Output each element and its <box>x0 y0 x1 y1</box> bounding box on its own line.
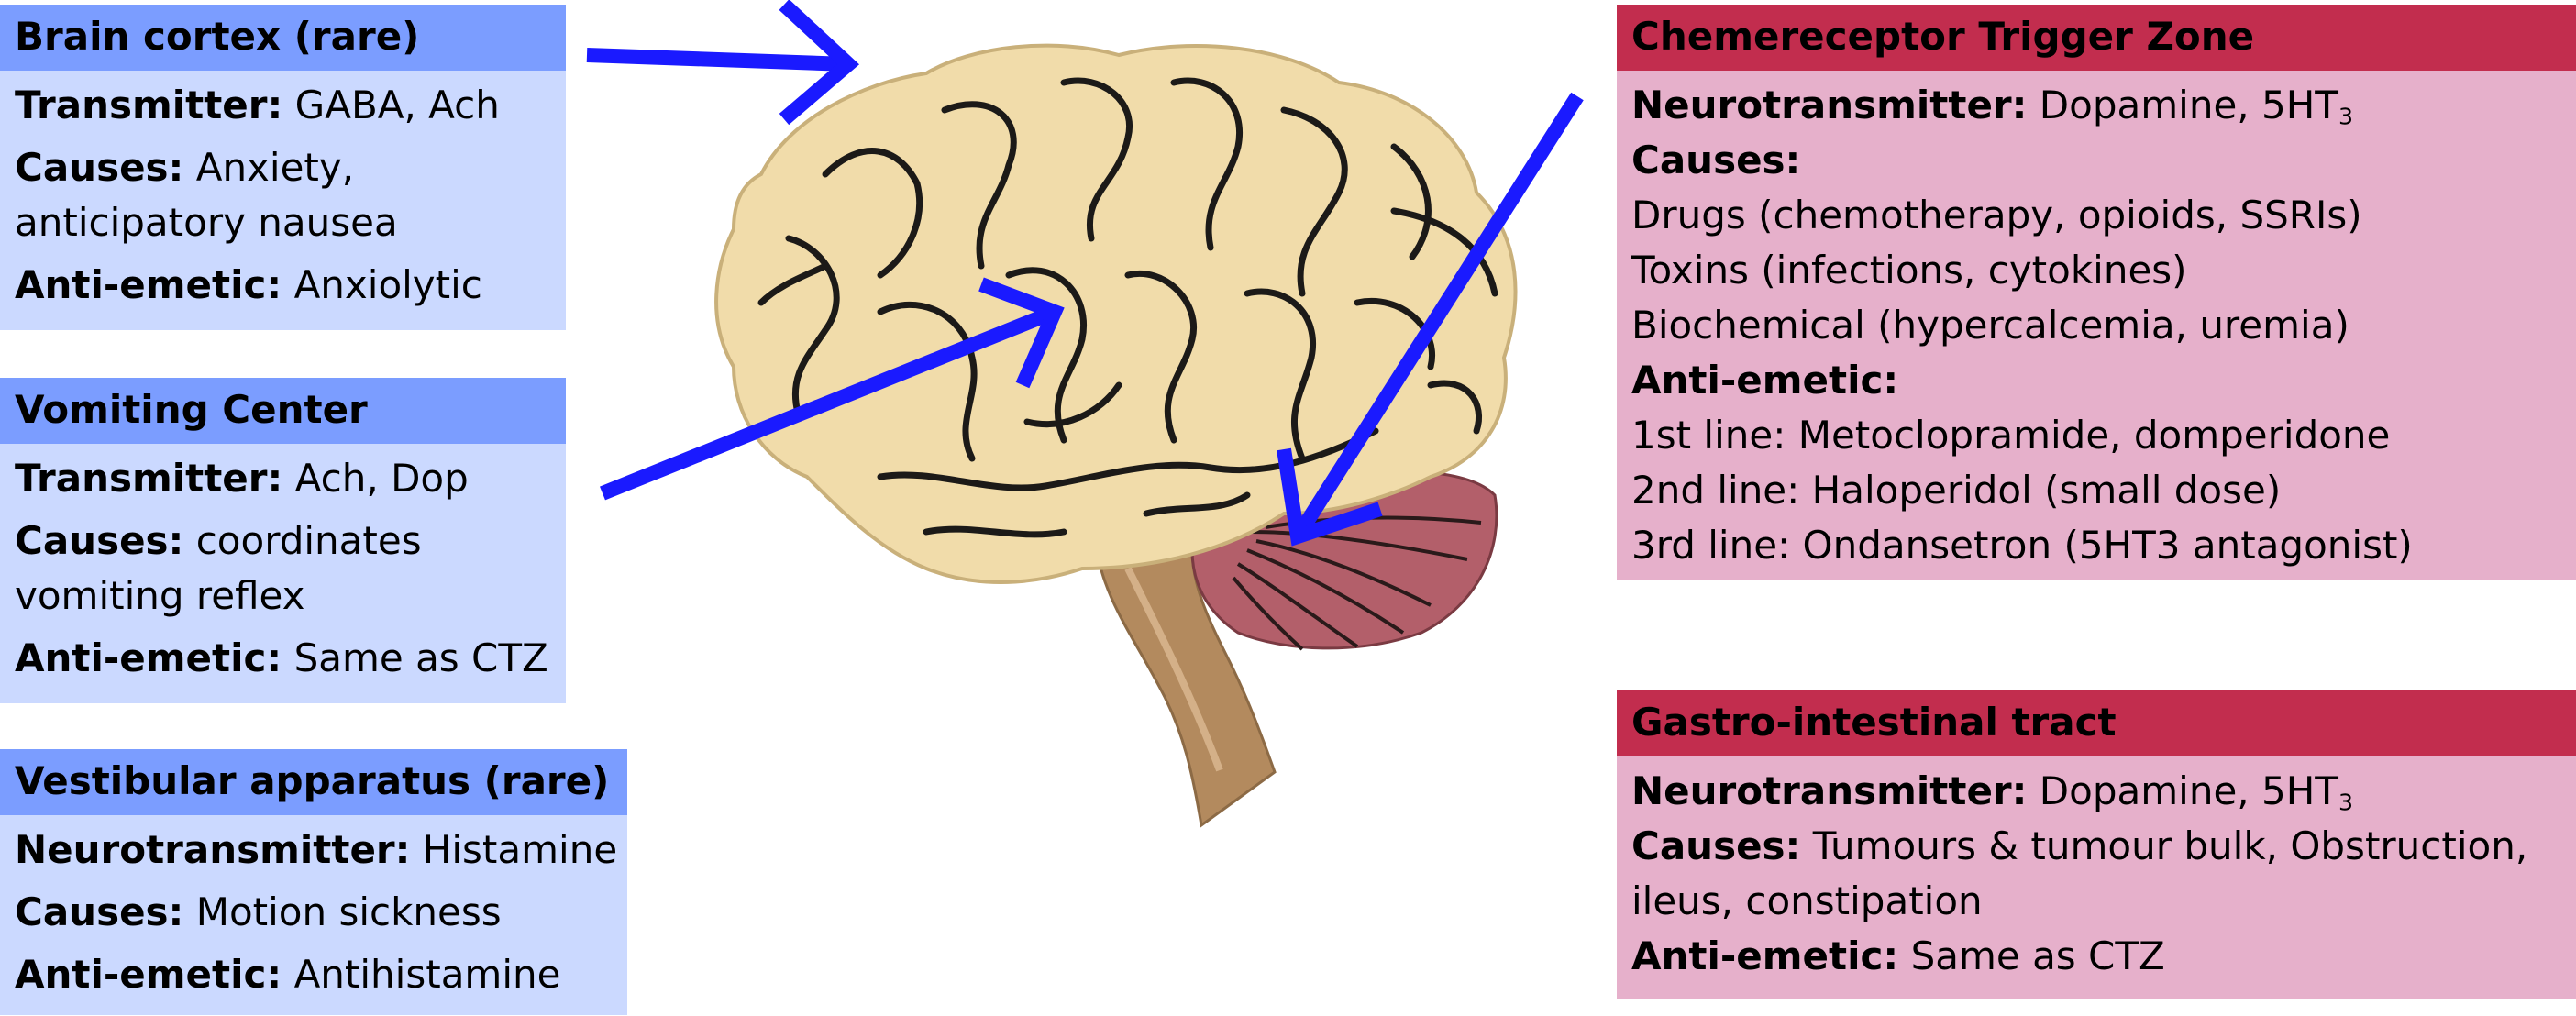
neurotransmitter-value: Dopamine, 5HT <box>2027 768 2338 813</box>
vomiting-center-title: Vomiting Center <box>0 378 566 444</box>
causes-label: Causes: <box>15 889 184 934</box>
neurotransmitter-value: Histamine <box>410 827 618 872</box>
vestibular-title: Vestibular apparatus (rare) <box>0 749 627 815</box>
cause-item: Toxins (infections, cytokines) <box>1631 248 2187 293</box>
brain-cortex-panel: Brain cortex (rare) Transmitter: GABA, A… <box>0 5 566 330</box>
neurotransmitter-subscript: 3 <box>2338 789 2353 816</box>
transmitter-value: Ach, Dop <box>282 456 469 501</box>
neurotransmitter-label: Neurotransmitter: <box>1631 83 2028 127</box>
antiemetic-label: Anti-emetic: <box>15 262 282 307</box>
antiemetic-item: 1st line: Metoclopramide, domperidone <box>1631 413 2391 458</box>
causes-value: Tumours & tumour bulk, Obstruction, <box>1800 823 2528 868</box>
antiemetic-label: Anti-emetic: <box>15 635 282 680</box>
transmitter-label: Transmitter: <box>15 83 283 127</box>
antiemetic-value: Anxiolytic <box>282 262 482 307</box>
causes-value: coordinates <box>183 518 422 563</box>
cause-item: Drugs (chemotherapy, opioids, SSRIs) <box>1631 193 2362 237</box>
gi-tract-title: Gastro-intestinal tract <box>1617 690 2576 756</box>
causes-label: Causes: <box>15 145 184 190</box>
causes-value-cont: vomiting reflex <box>15 573 305 618</box>
causes-label: Causes: <box>1631 823 1801 868</box>
arrow-vomiting-center-head <box>978 277 1065 389</box>
arrow-ctz-head <box>1277 447 1383 547</box>
antiemetic-value: Antihistamine <box>282 952 561 997</box>
antiemetic-item: 3rd line: Ondansetron (5HT3 antagonist) <box>1631 523 2413 568</box>
causes-value-cont: anticipatory nausea <box>15 200 398 245</box>
neurotransmitter-label: Neurotransmitter: <box>15 827 411 872</box>
antiemetic-label: Anti-emetic: <box>1631 358 1899 403</box>
transmitter-value: GABA, Ach <box>282 83 500 127</box>
neurotransmitter-label: Neurotransmitter: <box>1631 768 2028 813</box>
neurotransmitter-subscript: 3 <box>2338 103 2353 130</box>
cause-item: Biochemical (hypercalcemia, uremia) <box>1631 303 2349 348</box>
antiemetic-label: Anti-emetic: <box>15 952 282 997</box>
vestibular-panel: Vestibular apparatus (rare) Neurotransmi… <box>0 749 627 1015</box>
antiemetic-value: Same as CTZ <box>1898 933 2165 978</box>
causes-label: Causes: <box>15 518 184 563</box>
ctz-panel: Chemereceptor Trigger Zone Neurotransmit… <box>1617 5 2576 580</box>
antiemetic-label: Anti-emetic: <box>1631 933 1899 978</box>
cerebrum-sulci <box>757 77 1498 538</box>
antiemetic-item: 2nd line: Haloperidol (small dose) <box>1631 468 2282 513</box>
causes-label: Causes: <box>1631 138 1801 182</box>
causes-value: Anxiety, <box>183 145 355 190</box>
arrow-brain-cortex-head <box>779 0 860 126</box>
causes-value: Motion sickness <box>183 889 502 934</box>
antiemetic-value: Same as CTZ <box>282 635 548 680</box>
transmitter-label: Transmitter: <box>15 456 283 501</box>
causes-value-cont: ileus, constipation <box>1631 878 1983 923</box>
ctz-title: Chemereceptor Trigger Zone <box>1617 5 2576 71</box>
brain-cortex-title: Brain cortex (rare) <box>0 5 566 71</box>
arrow-ctz <box>1291 92 1584 541</box>
arrow-vomiting-center <box>600 304 1057 501</box>
arrow-brain-cortex <box>586 48 849 72</box>
gi-tract-panel: Gastro-intestinal tract Neurotransmitter… <box>1617 690 2576 999</box>
vomiting-center-panel: Vomiting Center Transmitter: Ach, Dop Ca… <box>0 378 566 703</box>
neurotransmitter-value: Dopamine, 5HT <box>2027 83 2338 127</box>
arrows <box>586 0 1584 547</box>
